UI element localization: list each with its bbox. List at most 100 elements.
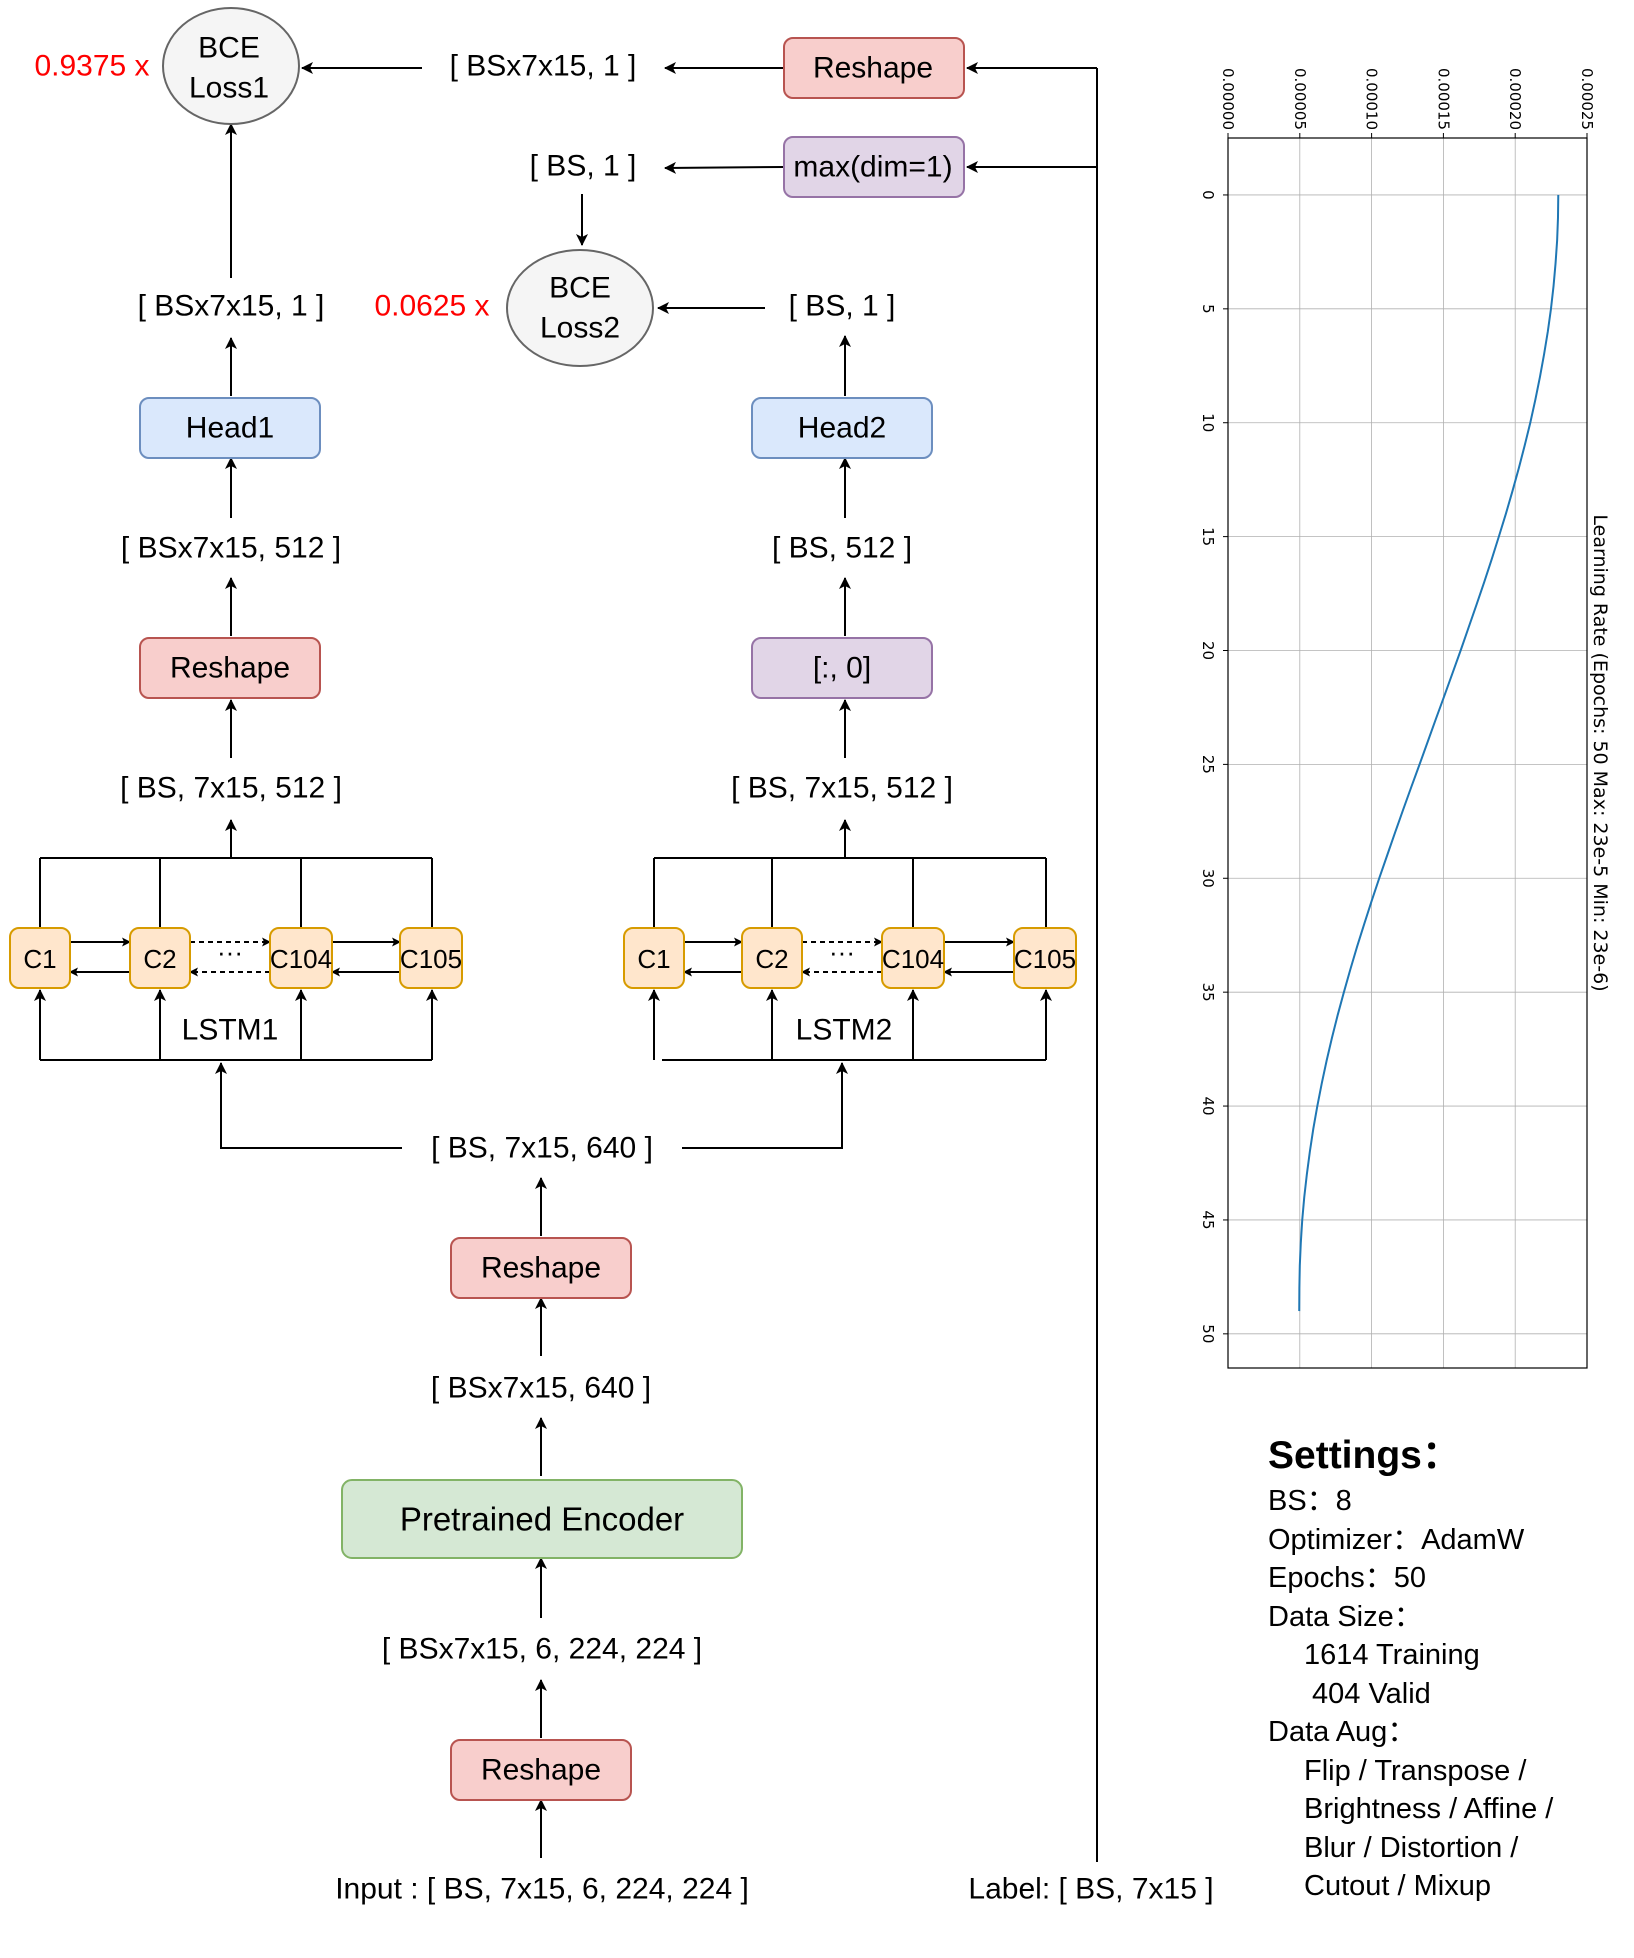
- lstm-cell-arrows: [69, 937, 1015, 977]
- bce-loss2-node: [506, 249, 654, 367]
- split-label-bg: [402, 1130, 682, 1168]
- loss1-coefficient: 0.9375 x: [34, 50, 149, 83]
- settings-training: 1614 Training: [1304, 1639, 1480, 1671]
- bce-loss1-line1: BCE: [198, 32, 260, 65]
- reshape-top-box: [783, 37, 965, 99]
- chart-grid: [1227, 138, 1588, 1368]
- lstm1-label-bg: [168, 1010, 294, 1050]
- lstm2-c104-label: C104: [882, 944, 944, 974]
- tick-label-lr: 0.00025: [1578, 68, 1596, 130]
- tick-label-lr: 0.00000: [1219, 68, 1237, 130]
- reshape-top-label: Reshape: [813, 52, 933, 85]
- lstm2-cell-c104: [881, 927, 945, 989]
- shape-img: [ BSx7x15, 6, 224, 224 ]: [382, 1633, 702, 1666]
- boxes: [9, 7, 1077, 1801]
- tick-label-lr: 0.00010: [1363, 68, 1381, 130]
- settings-aug-line: Flip / Transpose /: [1304, 1754, 1527, 1787]
- tick-label-lr: 0.00015: [1434, 68, 1452, 130]
- settings-optimizer: Optimizer：AdamW: [1268, 1523, 1525, 1556]
- lstm2-cell-c1: [623, 927, 685, 989]
- shape-bsx-640: [ BSx7x15, 640 ]: [431, 1372, 651, 1405]
- lstm2-cell-c105: [1013, 927, 1077, 989]
- head1-label: Head1: [186, 412, 274, 445]
- tick-label-lr: 0.00020: [1506, 68, 1524, 130]
- tick-label-epoch: 35: [1199, 983, 1217, 1002]
- tick-label-epoch: 20: [1199, 641, 1217, 660]
- bce-loss1-line2: Loss1: [189, 72, 269, 105]
- bce-loss2-line1: BCE: [549, 272, 611, 305]
- settings-valid: 404 Valid: [1312, 1677, 1431, 1710]
- lstm1-cell-c104: [269, 927, 333, 989]
- pretrained-encoder-label: Pretrained Encoder: [400, 1501, 684, 1538]
- settings-data-size: Data Size：: [1268, 1600, 1423, 1633]
- learning-rate-chart: 0.00000 0.00005 0.00010 0.00015 0.00020 0.000…: [1199, 68, 1611, 1369]
- tick-label-epoch: 25: [1199, 755, 1217, 774]
- lstm2-label-bg: [782, 1010, 908, 1050]
- loss2-coefficient: 0.0625 x: [374, 290, 489, 323]
- connector-lines: [34, 62, 1098, 1862]
- head2-box: [751, 397, 933, 459]
- split-to-lstm1-arrow: [215, 1062, 402, 1149]
- lstm1-c104-label: C104: [270, 944, 332, 974]
- input-label: Input : [ BS, 7x15, 6, 224, 224 ]: [335, 1873, 749, 1906]
- shape-top-bsx7x15-1: [ BSx7x15, 1 ]: [450, 50, 637, 83]
- reshape-mid-label: Reshape: [481, 1252, 601, 1285]
- pretrained-encoder-box: [341, 1479, 743, 1559]
- lstm2-c1-label: C1: [637, 944, 670, 974]
- right-shape-seq: [ BS, 7x15, 512 ]: [731, 772, 953, 805]
- settings-bs: BS：8: [1268, 1485, 1352, 1517]
- shape-640: [ BS, 7x15, 640 ]: [431, 1132, 653, 1165]
- shape-top-bs-1: [ BS, 1 ]: [530, 150, 637, 183]
- max-dim-label: max(dim=1): [793, 151, 952, 184]
- settings-title: Settings：: [1268, 1434, 1461, 1477]
- settings-panel: Settings： BS：8 Optimizer：AdamW Epochs：50…: [1268, 1432, 1628, 1906]
- lstm2-c2-label: C2: [755, 944, 788, 974]
- tick-label-epoch: 10: [1199, 413, 1217, 432]
- lstm1-c105-label: C105: [400, 944, 462, 974]
- chart-axis-label: Learning Rate (Epochs: 50 Max: 23e-5 Min…: [1589, 514, 1611, 991]
- right-shape-512: [ BS, 512 ]: [772, 532, 912, 565]
- tick-label-epoch: 30: [1199, 869, 1217, 888]
- settings-aug-line: Blur / Distortion /: [1304, 1831, 1519, 1864]
- left-shape-seq: [ BS, 7x15, 512 ]: [120, 772, 342, 805]
- tick-label-epoch: 40: [1199, 1097, 1217, 1116]
- tick-label-epoch: 45: [1199, 1210, 1217, 1229]
- settings-data-aug: Data Aug：: [1268, 1716, 1417, 1748]
- settings-epochs: Epochs：50: [1268, 1562, 1426, 1594]
- lstm2-label: LSTM2: [796, 1014, 893, 1047]
- right-shape-out: [ BS, 1 ]: [789, 290, 896, 323]
- chart-frame: [1227, 137, 1588, 1369]
- slice-box: [751, 637, 933, 699]
- split-to-lstm2-arrow: [682, 1062, 848, 1149]
- head2-label: Head2: [798, 412, 886, 445]
- lstm1-label: LSTM1: [182, 1014, 279, 1047]
- lstm1-c1-label: C1: [23, 944, 56, 974]
- max-dim-box: [783, 136, 965, 198]
- max-to-shape-arrow: [664, 161, 785, 174]
- head1-box: [139, 397, 321, 459]
- lstm1-cell-c2: [129, 927, 191, 989]
- left-shape-out: [ BSx7x15, 1 ]: [138, 290, 325, 323]
- lstm1-cell-c1: [9, 927, 71, 989]
- lstm1-dots: ···: [217, 937, 243, 967]
- chart-ticks: 0.00000 0.00005 0.00010 0.00015 0.00020 0.000…: [1199, 68, 1596, 1343]
- label-caption: Label: [ BS, 7x15 ]: [968, 1873, 1213, 1906]
- slice-label: [:, 0]: [813, 652, 871, 685]
- settings-aug-line: Brightness / Affine /: [1304, 1793, 1554, 1825]
- lstm1-c2-label: C2: [143, 944, 176, 974]
- tick-label-lr: 0.00005: [1291, 68, 1309, 130]
- reshape-left-box: [139, 637, 321, 699]
- tick-label-epoch: 15: [1199, 527, 1217, 546]
- diagram-labels: 0.9375 x BCE Loss1 [ BSx7x15, 1 ] Reshap…: [23, 32, 1213, 1906]
- settings-aug-line: Cutout / Mixup: [1304, 1870, 1491, 1902]
- reshape-left-label: Reshape: [170, 652, 290, 685]
- lstm2-c105-label: C105: [1014, 944, 1076, 974]
- lstm1-cell-c105: [399, 927, 463, 989]
- left-shape-512: [ BSx7x15, 512 ]: [121, 532, 341, 565]
- lr-curve: [1298, 194, 1560, 1312]
- tick-label-epoch: 50: [1199, 1324, 1217, 1343]
- bce-loss2-line2: Loss2: [540, 312, 620, 345]
- reshape-mid-box: [450, 1237, 632, 1299]
- bce-loss1-node: [162, 7, 300, 125]
